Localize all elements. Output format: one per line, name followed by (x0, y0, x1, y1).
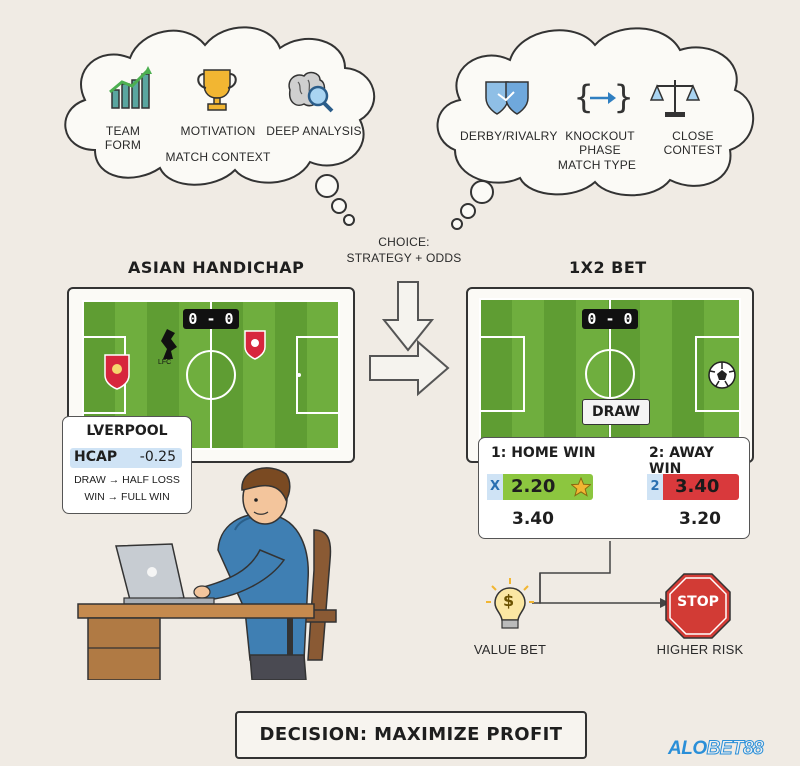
person-at-desk-illustration (77, 467, 337, 680)
soccer-ball-icon (708, 361, 736, 389)
hcap-value: -0.25 (139, 449, 176, 465)
right-arrow-icon (369, 339, 450, 397)
home-odds: 2.20 (511, 476, 556, 497)
chart-icon (109, 66, 152, 109)
decision-box: DECISION: MAXIMIZE PROFIT (235, 711, 587, 759)
cloud-right-item-label: DERBY/RIVALRY (460, 129, 558, 143)
svg-text:{: { (574, 78, 593, 116)
flow-arrows (369, 281, 450, 397)
right-panel-title: 1X2 BET (569, 258, 647, 277)
away-odds: 3.40 (675, 476, 720, 497)
thought-bubble (470, 180, 494, 204)
odds-card: 1: HOME WIN 2: AWAY WIN X 2.20 3.40 2 3.… (478, 437, 750, 539)
cloud-right-shape (436, 27, 755, 197)
thought-bubble (331, 198, 347, 214)
bracket-arrow-icon: { } (574, 78, 633, 116)
away-tag: 2 (647, 474, 663, 500)
home-odds-pill[interactable]: X 2.20 (487, 474, 593, 500)
liverbird-icon (161, 329, 177, 359)
cloud-left-caption: MATCH CONTEXT (165, 150, 271, 164)
home-sub-odds: 3.40 (512, 509, 554, 529)
lightbulb-dollar-icon (486, 578, 534, 629)
cloud-right-item-label: CLOSE CONTEST (663, 129, 723, 157)
down-arrow-icon (381, 281, 435, 352)
hcap-rule-draw: DRAW → HALF LOSS (74, 474, 180, 486)
star-icon (571, 477, 591, 497)
brand-logo: ALOBET88 (668, 738, 764, 760)
draw-badge: DRAW (582, 399, 650, 425)
svg-text:}: } (614, 78, 633, 116)
right-scoreboard: 0 - 0 (582, 309, 638, 329)
hcap-row: HCAP -0.25 (70, 448, 182, 468)
cloud-left-item-label: MOTIVATION (180, 124, 256, 138)
higher-risk-label: HIGHER RISK (656, 642, 744, 657)
home-tag: X (487, 474, 503, 500)
choice-text: CHOICE: STRATEGY + ODDS (340, 234, 468, 266)
stop-sign-icon (665, 573, 731, 639)
away-odds-pill[interactable]: 2 3.40 (647, 474, 739, 500)
brain-magnifier-icon (288, 71, 334, 113)
stop-text: STOP (677, 594, 719, 610)
choice-line2: STRATEGY + ODDS (346, 251, 462, 265)
thought-bubble (343, 214, 355, 226)
thought-bubble (451, 218, 463, 230)
scales-icon (649, 80, 701, 117)
hcap-rule-win: WIN → FULL WIN (84, 491, 170, 503)
team-name: LVERPOOL (86, 423, 168, 439)
value-bet-label: VALUE BET (473, 642, 547, 657)
crest-text: LFC (158, 359, 172, 366)
right-pitch-frame: 0 - 0 DRAW (466, 287, 754, 463)
away-win-title: 2: AWAY WIN (649, 445, 714, 477)
trophy-icon (197, 69, 237, 111)
liverpool-crest-small-icon (244, 330, 266, 360)
thought-bubble (460, 203, 476, 219)
dollar-sign: $ (503, 591, 515, 610)
logo-part1: ALO (668, 738, 707, 759)
cloud-right-caption: MATCH TYPE (557, 158, 637, 172)
thought-bubble (315, 174, 339, 198)
cloud-left-item-label: DEEP ANALYSIS (266, 124, 362, 138)
away-sub-odds: 3.20 (679, 509, 721, 529)
left-panel-title: ASIAN HANDICHAP (128, 258, 305, 277)
logo-part2: BET88 (706, 738, 764, 760)
liverpool-crest-icon (104, 354, 130, 390)
cloud-left-item-label: TEAM FORM (104, 124, 142, 152)
home-win-title: 1: HOME WIN (491, 445, 596, 461)
outcome-connectors (532, 541, 670, 608)
cloud-right-item-label: KNOCKOUT PHASE (565, 129, 635, 157)
choice-line1: CHOICE: (378, 235, 430, 249)
handicap-card: LVERPOOL HCAP -0.25 DRAW → HALF LOSS WIN… (62, 416, 192, 514)
hcap-label: HCAP (74, 449, 118, 465)
left-scoreboard: 0 - 0 (183, 309, 239, 329)
shields-icon (485, 81, 529, 115)
thought-clouds: { } (64, 26, 755, 230)
